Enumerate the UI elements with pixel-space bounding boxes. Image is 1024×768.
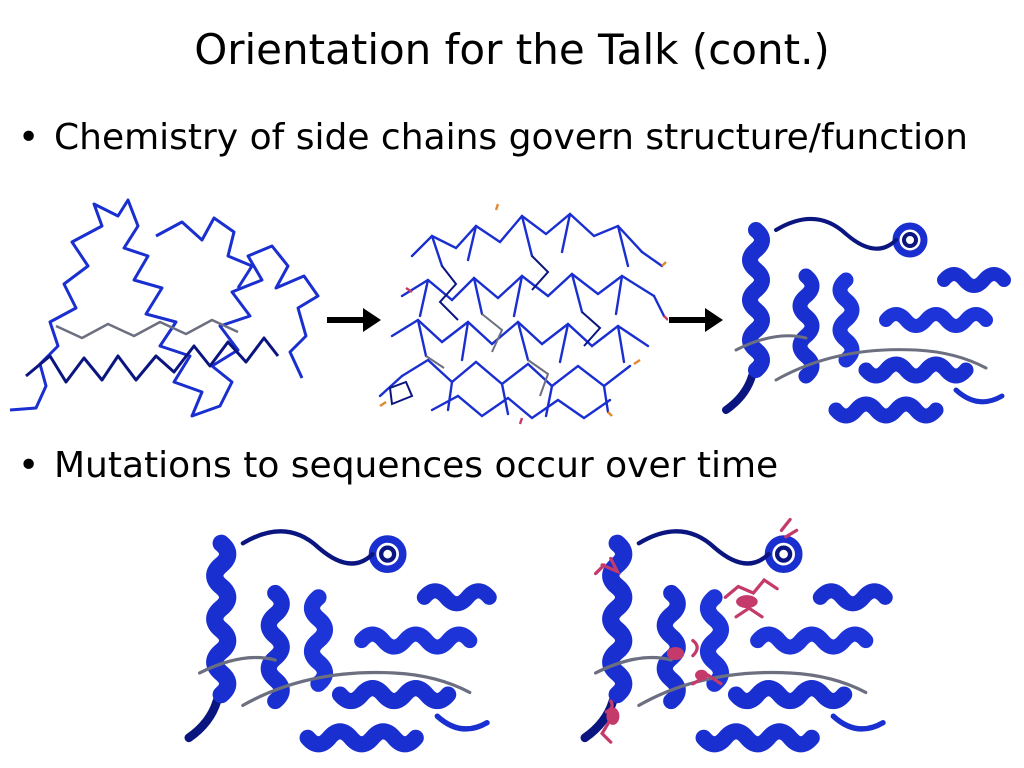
protein-cartoon-model-image — [184, 529, 497, 753]
protein-cartoon-model-mutations-image — [580, 517, 893, 753]
bullet-dot: • — [18, 117, 40, 158]
bullet-text: Chemistry of side chains govern structur… — [54, 117, 968, 158]
right-arrow-icon — [327, 308, 381, 332]
right-arrow-icon — [669, 308, 723, 332]
bullet-item: • Chemistry of side chains govern structu… — [18, 116, 968, 160]
bullet-text: Mutations to sequences occur over time — [54, 445, 779, 486]
protein-cartoon-model-image — [722, 217, 1011, 424]
slide-title: Orientation for the Talk (cont.) — [194, 25, 830, 74]
bullet-dot: • — [18, 445, 40, 486]
protein-side-chain-sticks-image — [378, 203, 668, 425]
bullet-item: • Mutations to sequences occur over time — [18, 444, 778, 488]
protein-backbone-trace-image — [9, 198, 320, 418]
